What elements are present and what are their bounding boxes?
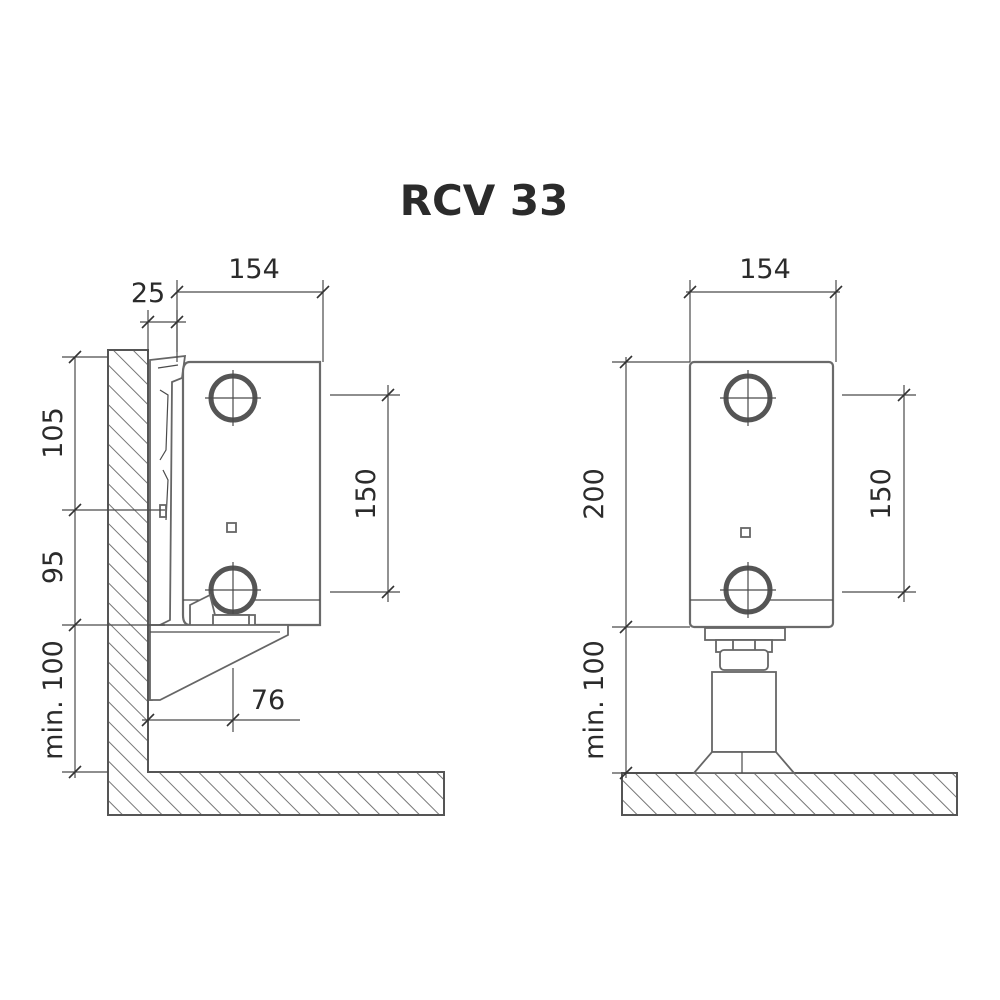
left-dim-top-label: 105 bbox=[38, 407, 69, 459]
left-dim-bottom-label: min. 100 bbox=[38, 640, 69, 760]
right-dim-vertical-chain: 200 min. 100 bbox=[579, 355, 690, 780]
left-dim-width-label: 154 bbox=[228, 254, 280, 285]
right-floor-stand bbox=[692, 627, 796, 774]
right-bottom-connection-icon bbox=[720, 562, 776, 618]
left-dim-offset: 25 bbox=[131, 278, 186, 352]
left-view: 154 25 105 95 min. 100 bbox=[38, 254, 445, 816]
left-dim-connections-label: 150 bbox=[351, 468, 382, 520]
left-dim-vertical-chain: 105 95 min. 100 bbox=[38, 350, 165, 779]
right-dim-connections: 150 bbox=[842, 385, 916, 602]
diagram-title: RCV 33 bbox=[400, 176, 569, 225]
left-vent-icon bbox=[226, 522, 237, 533]
right-top-connection-icon bbox=[720, 370, 776, 426]
left-dim-bracket-label: 76 bbox=[251, 685, 285, 716]
right-dim-width-label: 154 bbox=[739, 254, 791, 285]
left-top-connection-icon bbox=[205, 370, 261, 426]
right-floor-section bbox=[621, 772, 958, 816]
right-dim-height-label: 200 bbox=[579, 468, 610, 520]
left-bottom-connection-icon bbox=[205, 562, 261, 618]
left-dim-connections: 150 bbox=[330, 385, 400, 602]
left-dim-width: 154 bbox=[170, 254, 330, 362]
right-dim-width: 154 bbox=[683, 254, 843, 362]
left-dim-bracket: 76 bbox=[141, 668, 300, 732]
left-dim-offset-label: 25 bbox=[131, 278, 165, 309]
right-dim-bottom-label: min. 100 bbox=[579, 640, 610, 760]
right-view: 154 200 min. 100 150 bbox=[579, 254, 958, 816]
left-floor-bracket bbox=[149, 624, 289, 701]
right-vent-icon bbox=[740, 527, 751, 538]
right-radiator-body bbox=[688, 360, 835, 629]
left-dim-middle-label: 95 bbox=[38, 550, 69, 584]
right-dim-connections-label: 150 bbox=[866, 468, 897, 520]
